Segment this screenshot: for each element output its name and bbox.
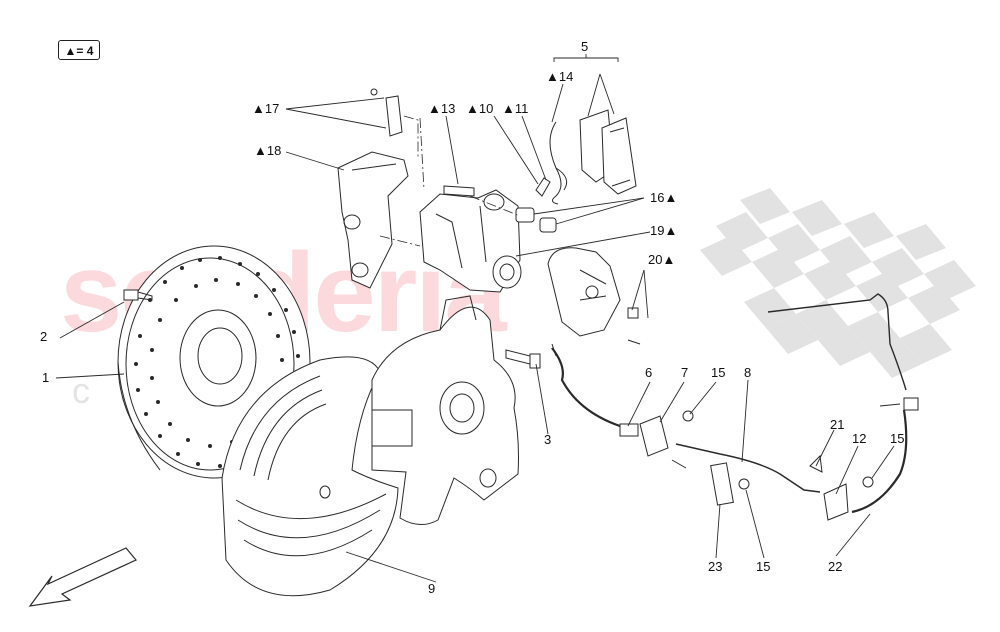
callout-label: ▲18 — [254, 143, 282, 158]
rear-brake-hose — [851, 397, 919, 514]
wear-sensor-wire — [549, 121, 568, 205]
callout-label: ▲11 — [502, 101, 529, 116]
legend-quantity-note: ▲= 4 — [58, 40, 100, 60]
brake-pads — [579, 109, 637, 195]
callout-label: 12 — [852, 431, 867, 446]
callout-label: 16▲ — [650, 190, 678, 205]
bolt — [862, 476, 874, 488]
bleed-screw — [535, 177, 551, 197]
callout-label: 23 — [708, 559, 723, 574]
callout-label: ▲17 — [252, 101, 280, 116]
callout-label: 2 — [40, 329, 48, 344]
callout-label: 6 — [645, 365, 653, 380]
pad-clip — [370, 88, 403, 137]
callout-label: 19▲ — [650, 223, 678, 238]
callout-label: 1 — [42, 370, 50, 385]
brake-hose — [551, 343, 639, 437]
parking-brake-motor — [547, 247, 641, 345]
sleeve-bushings — [515, 207, 557, 233]
callout-label: 15 — [756, 559, 771, 574]
callout-label: 21 — [830, 417, 845, 432]
callout-label: 9 — [428, 581, 436, 596]
bolt — [738, 478, 750, 490]
callout-label: 7 — [681, 365, 689, 380]
callout-label: 8 — [744, 365, 752, 380]
checkered-flag-watermark — [700, 188, 976, 378]
wheel-bolt — [123, 289, 153, 301]
hose-bracket-right — [823, 483, 849, 521]
callout-label: 5 — [581, 39, 589, 54]
leader-lines — [55, 54, 895, 583]
callout-label: 22 — [828, 559, 843, 574]
callout-label: ▲10 — [466, 101, 494, 116]
callout-label: ▲13 — [428, 101, 456, 116]
caliper-bolt — [505, 349, 541, 369]
caliper-bracket — [337, 151, 409, 289]
hub-carrier — [371, 295, 519, 525]
callout-label: 3 — [544, 432, 552, 447]
brake-pipe — [675, 443, 821, 506]
dust-shield — [221, 356, 399, 597]
brake-caliper — [419, 189, 522, 293]
direction-arrow-icon — [28, 547, 137, 607]
callout-label: 15 — [890, 431, 905, 446]
callout-label: ▲14 — [546, 69, 574, 84]
callout-label: 15 — [711, 365, 726, 380]
guide-pin — [443, 185, 475, 197]
brake-pipe-upper — [767, 293, 907, 391]
hose-bracket — [639, 415, 687, 469]
callout-label: 20▲ — [648, 252, 676, 267]
